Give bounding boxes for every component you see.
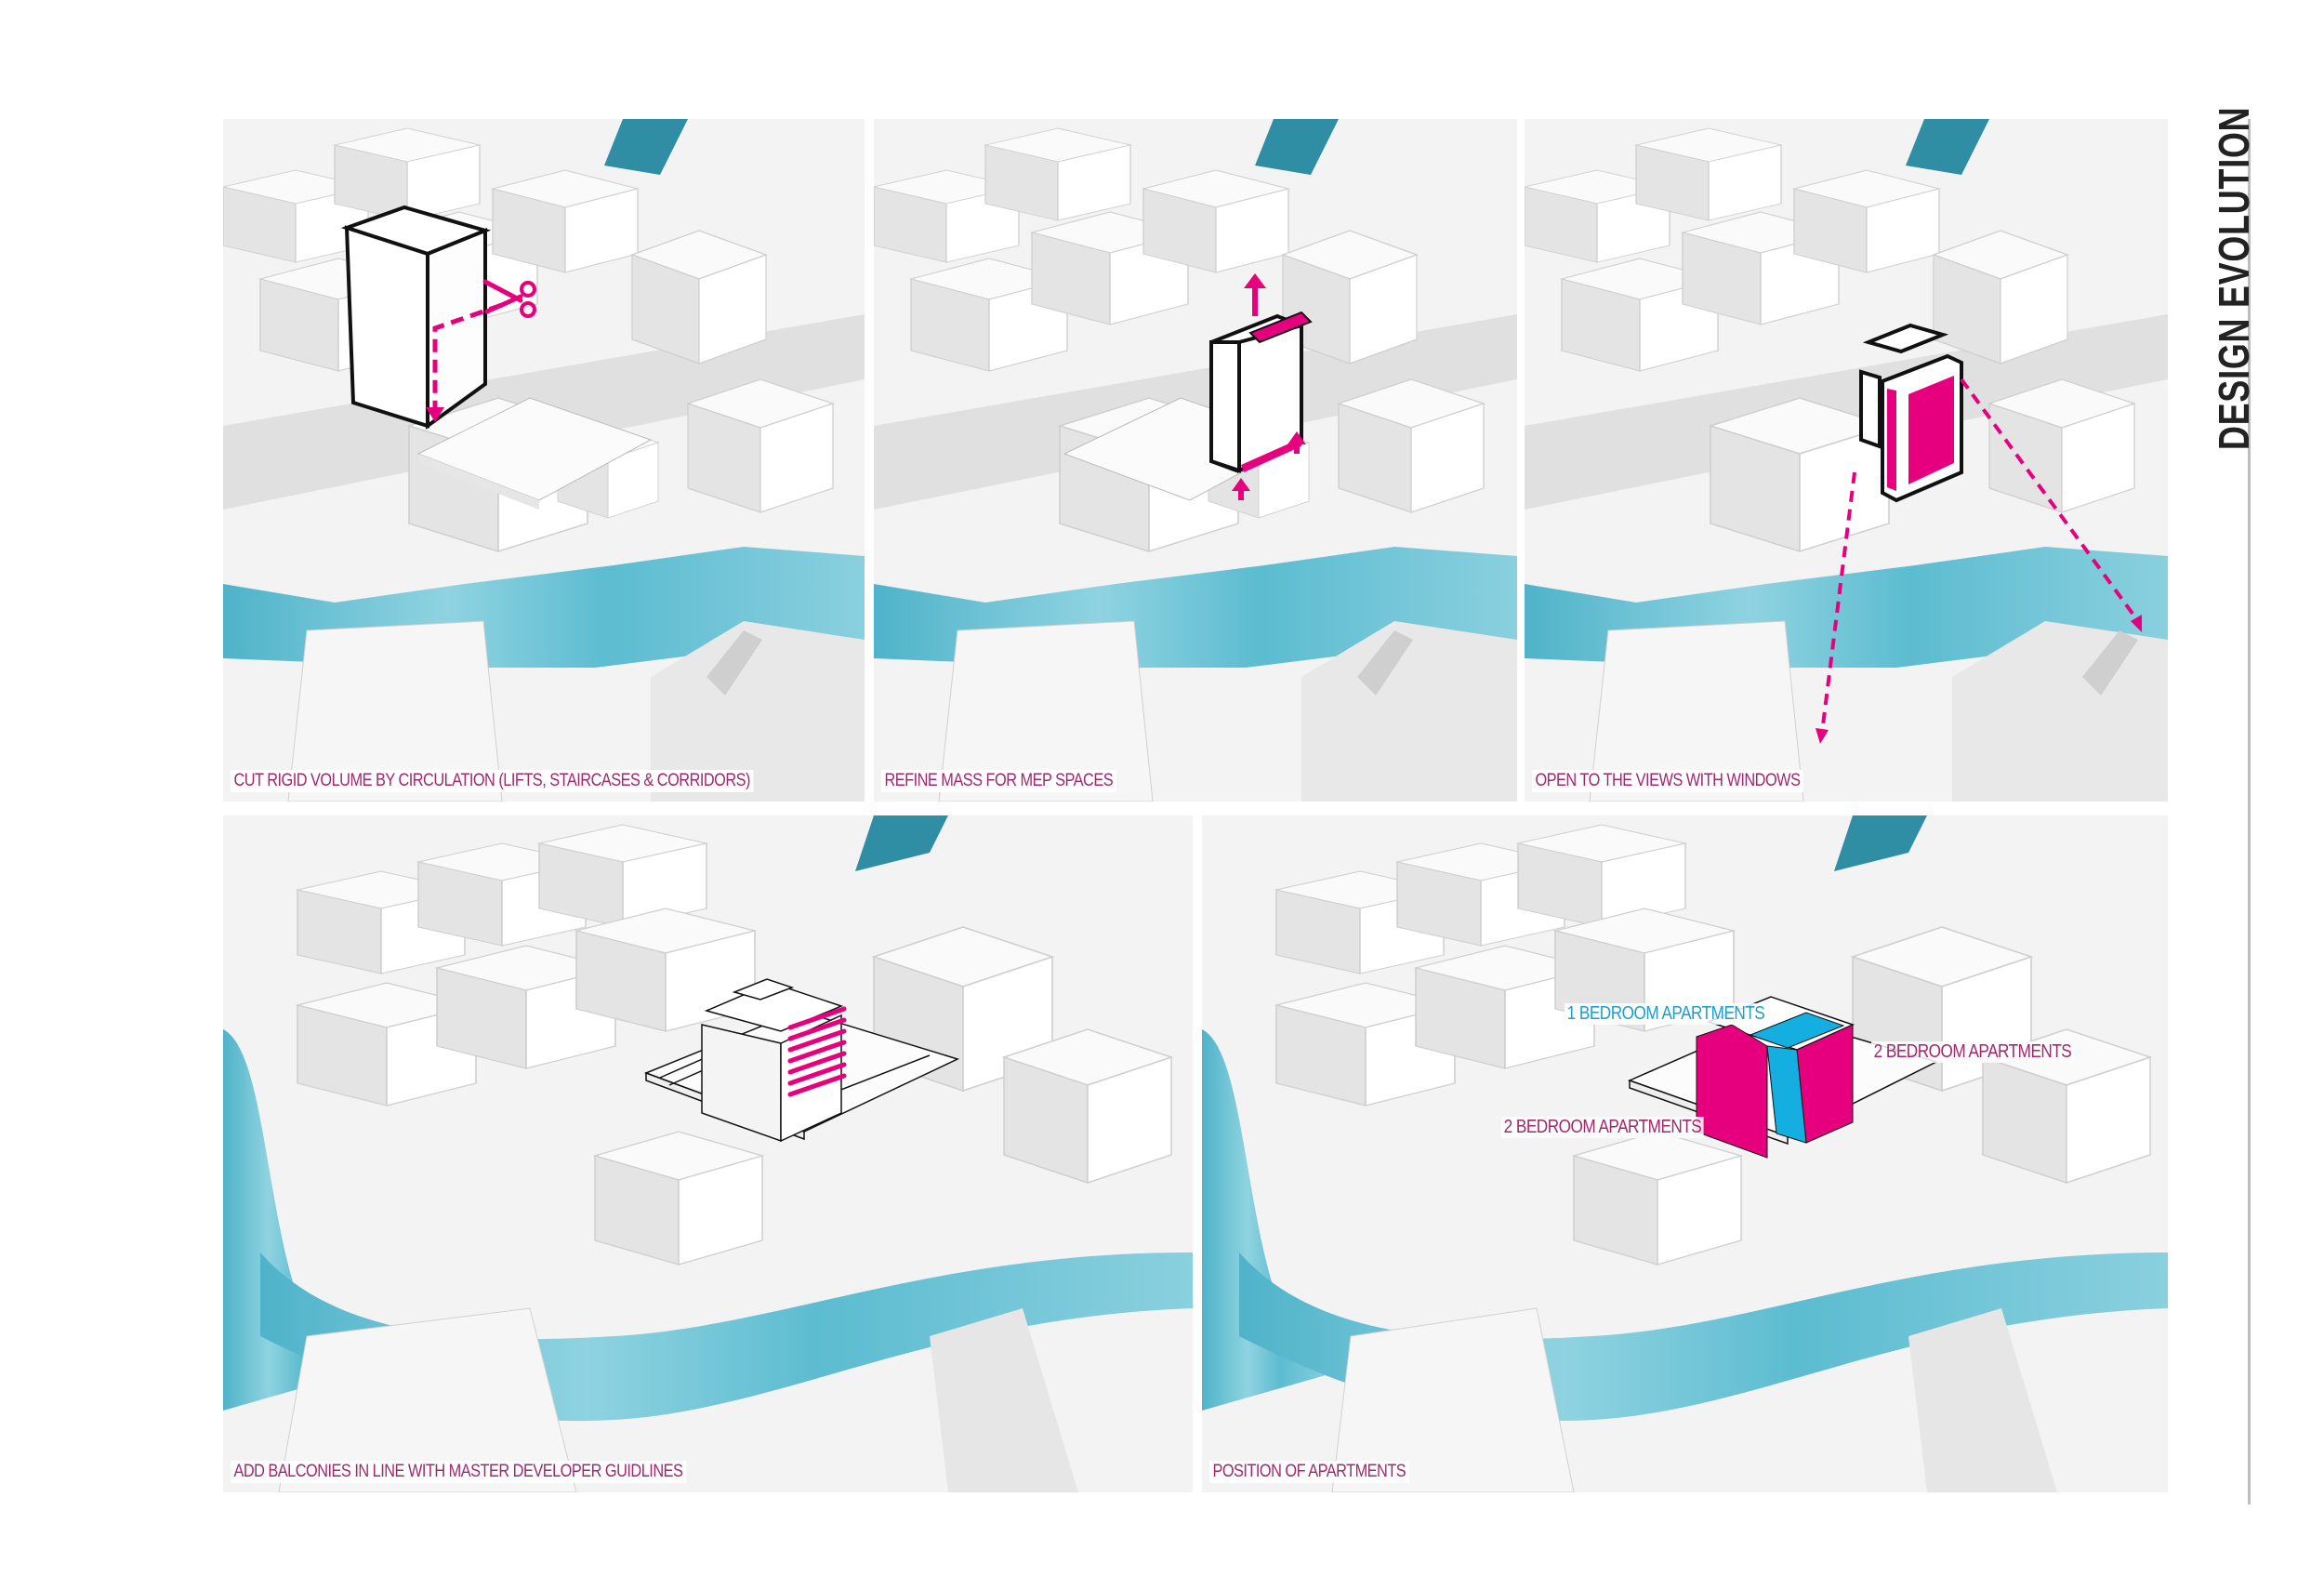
panel-caption: REFINE MASS FOR MEP SPACES xyxy=(881,770,1116,792)
dashed-arrow-view-icon xyxy=(1820,471,1856,734)
refined-volume xyxy=(1209,311,1313,474)
panel-refine-mass: REFINE MASS FOR MEP SPACES xyxy=(874,119,1517,802)
arrow-up-icon xyxy=(1232,478,1250,500)
massing-scene xyxy=(1525,119,2168,802)
panel-caption: CUT RIGID VOLUME BY CIRCULATION (LIFTS, … xyxy=(231,770,754,792)
label-2-bedroom-left: 2 BEDROOM APARTMENTS xyxy=(1501,1117,1704,1138)
hero-volume xyxy=(340,205,492,430)
panel-open-views: OPEN TO THE VIEWS WITH WINDOWS xyxy=(1525,119,2168,802)
circulation-cut-path xyxy=(432,302,503,417)
windowed-volume xyxy=(1859,323,1963,503)
sheet-title-text: DESIGN EVOLUTION xyxy=(2210,106,2258,450)
massing-scene xyxy=(223,815,1193,1492)
massing-scene xyxy=(874,119,1517,802)
arrow-up-icon xyxy=(1287,431,1306,454)
scissors-icon xyxy=(482,279,536,318)
massing-scene xyxy=(223,119,865,802)
panel-caption: OPEN TO THE VIEWS WITH WINDOWS xyxy=(1532,770,1803,792)
balcony-fins-icon xyxy=(787,1006,847,1097)
label-2-bedroom-right: 2 BEDROOM APARTMENTS xyxy=(1871,1041,2074,1063)
panel-cut-volume: CUT RIGID VOLUME BY CIRCULATION (LIFTS, … xyxy=(223,119,865,802)
panel-caption: ADD BALCONIES IN LINE WITH MASTER DEVELO… xyxy=(231,1461,686,1483)
massing-scene xyxy=(1202,815,2168,1492)
sheet-title: DESIGN EVOLUTION xyxy=(2209,10,2259,450)
panel-add-balconies: ADD BALCONIES IN LINE WITH MASTER DEVELO… xyxy=(223,815,1193,1492)
dashed-arrow-down-icon xyxy=(426,407,444,422)
panel-position-apartments: 1 BEDROOM APARTMENTS 2 BEDROOM APARTMENT… xyxy=(1202,815,2168,1492)
arrow-up-icon xyxy=(1244,273,1266,316)
dashed-arrow-view-icon xyxy=(1960,378,2140,623)
label-1-bedroom: 1 BEDROOM APARTMENTS xyxy=(1565,1003,1767,1025)
sheet-divider xyxy=(2248,119,2251,1504)
panel-caption: POSITION OF APARTMENTS xyxy=(1209,1461,1409,1483)
